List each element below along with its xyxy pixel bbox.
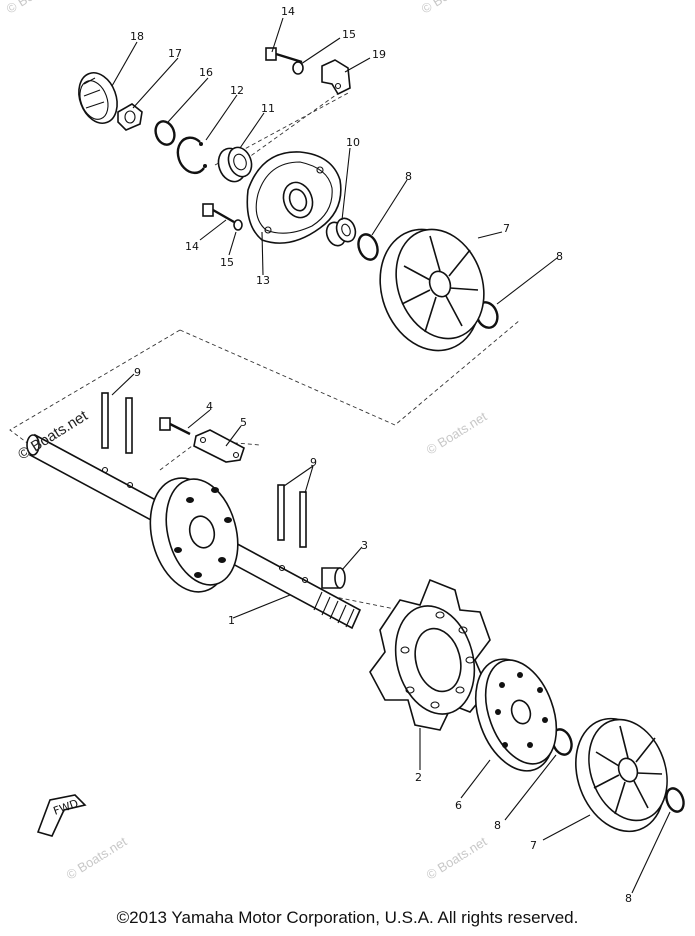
part-10-collar bbox=[325, 217, 357, 247]
part-15-washer-upper bbox=[292, 61, 304, 75]
part-7-idler-wheel-lower bbox=[575, 717, 668, 833]
callout-11: 11 bbox=[261, 102, 275, 115]
watermark-bottom-right: © Boats.net bbox=[424, 834, 490, 883]
callout-5: 5 bbox=[240, 416, 247, 429]
part-14-bolt-lower bbox=[202, 203, 235, 224]
callout-10: 10 bbox=[346, 136, 360, 149]
callout-12: 12 bbox=[230, 84, 244, 97]
callout-7-lower: 7 bbox=[530, 839, 537, 852]
callout-17: 17 bbox=[168, 47, 182, 60]
part-19-bracket bbox=[321, 59, 351, 96]
callout-8-right: 8 bbox=[556, 250, 563, 263]
part-5-plate bbox=[193, 429, 245, 463]
part-11-bearing bbox=[217, 146, 253, 183]
part-12-circlip bbox=[176, 136, 207, 175]
copyright-notice: ©2013 Yamaha Motor Corporation, U.S.A. A… bbox=[116, 908, 579, 927]
fwd-arrow-icon: FWD bbox=[36, 794, 87, 837]
part-7-idler-wheel-upper bbox=[379, 228, 485, 352]
callout-19: 19 bbox=[372, 48, 386, 61]
callout-1: 1 bbox=[228, 614, 235, 627]
part-4-bolt bbox=[159, 417, 191, 436]
part-8-washer-upper bbox=[357, 233, 379, 261]
callout-18: 18 bbox=[130, 30, 144, 43]
part-2-drive-sprocket bbox=[369, 578, 491, 731]
watermark-mid: © Boats.net bbox=[424, 409, 490, 458]
assembly-guide-lines bbox=[9, 91, 521, 611]
callout-6: 6 bbox=[455, 799, 462, 812]
callout-8-bottom: 8 bbox=[625, 892, 632, 905]
callout-8-upper: 8 bbox=[405, 170, 412, 183]
watermark-top-left: © Boats.net bbox=[4, 0, 70, 17]
watermark-top-right: © Boats.net bbox=[419, 0, 485, 17]
callout-2: 2 bbox=[415, 771, 422, 784]
drive-hub bbox=[149, 477, 239, 593]
callout-9-right: 9 bbox=[310, 456, 317, 469]
part-3-spacer bbox=[321, 567, 346, 589]
part-14-bolt-upper bbox=[265, 47, 303, 64]
callout-15-lower: 15 bbox=[220, 256, 234, 269]
callout-15-upper: 15 bbox=[342, 28, 356, 41]
callout-3: 3 bbox=[361, 539, 368, 552]
part-8-washer-bottom bbox=[665, 787, 685, 813]
callout-13: 13 bbox=[256, 274, 270, 287]
callout-8-lower: 8 bbox=[494, 819, 501, 832]
callout-4: 4 bbox=[206, 400, 213, 413]
part-9-roll-pins bbox=[101, 392, 307, 548]
callout-14-upper: 14 bbox=[281, 5, 295, 18]
part-17-nut bbox=[117, 103, 143, 131]
watermark-bottom-left: © Boats.net bbox=[64, 834, 130, 883]
part-13-bearing-housing bbox=[246, 151, 342, 244]
part-18-cap bbox=[78, 72, 118, 124]
part-6-sprocket-plate bbox=[474, 658, 558, 772]
part-16-washer bbox=[154, 120, 176, 146]
parts-diagram: 14 15 19 18 17 16 12 11 10 8 7 8 14 15 1… bbox=[4, 0, 685, 905]
callout-9-left: 9 bbox=[134, 366, 141, 379]
callout-16: 16 bbox=[199, 66, 213, 79]
part-15-washer-lower bbox=[233, 219, 243, 231]
callout-14-lower: 14 bbox=[185, 240, 199, 253]
callout-7-upper: 7 bbox=[503, 222, 510, 235]
callout-leader-lines bbox=[111, 17, 671, 894]
